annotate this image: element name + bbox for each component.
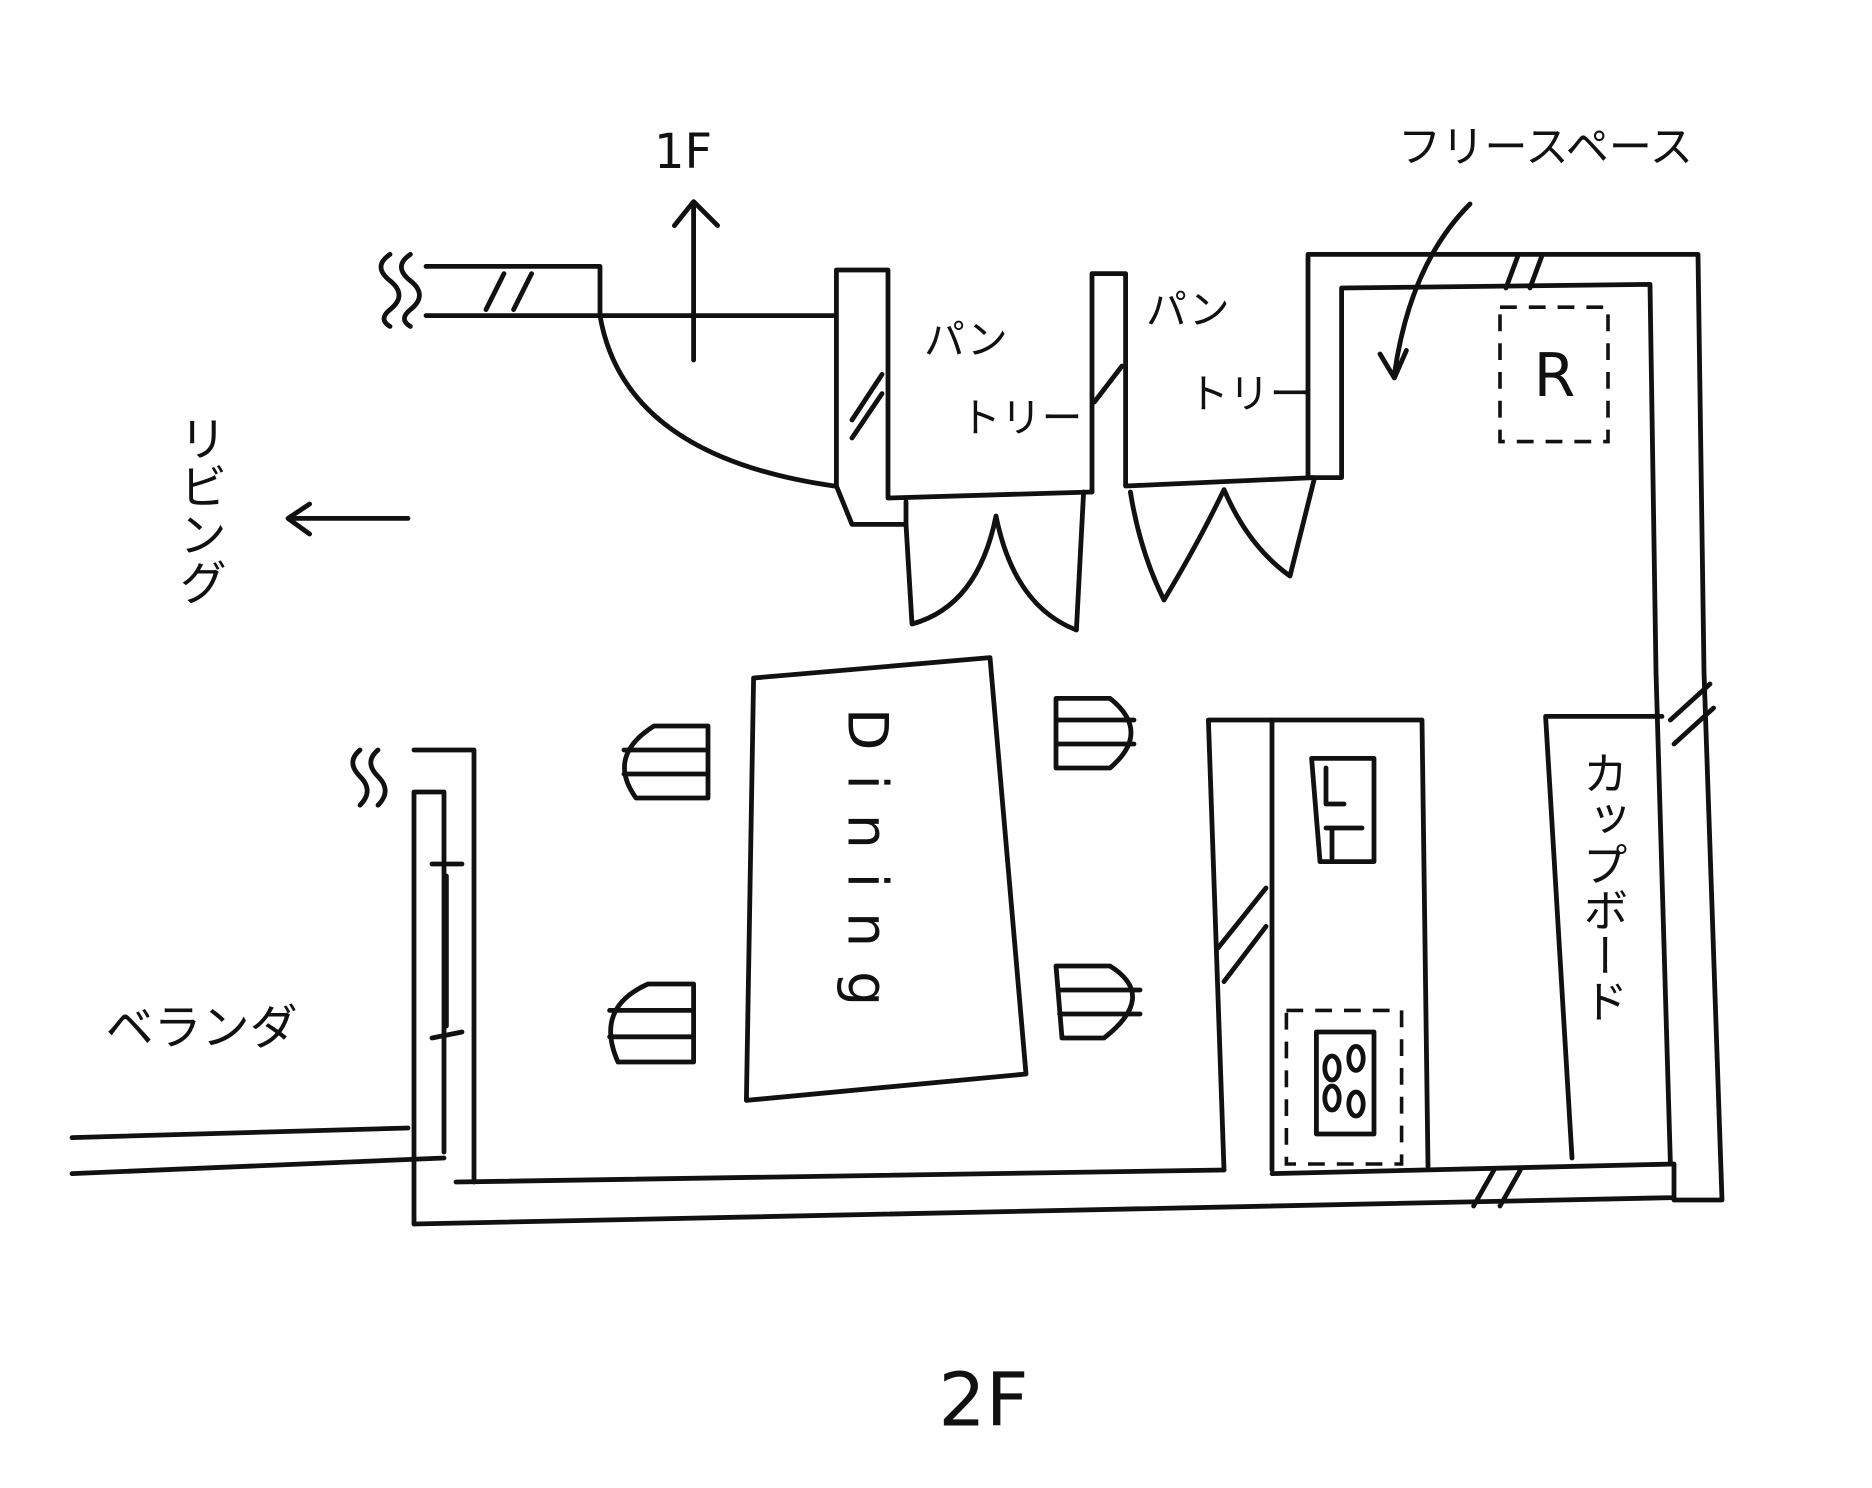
fridge-label: R [1534,341,1576,411]
cooktop [1284,1008,1404,1166]
cupboard-label: カップボード [1576,750,1629,1024]
floor-label: 2F [938,1357,1028,1444]
stair-arrow-up[interactable] [672,199,720,363]
burner-icon [1322,1053,1342,1083]
chair [1053,963,1143,1041]
door-swing [597,313,837,489]
cupboard [1543,714,1665,1161]
wall-break-icon [350,747,388,808]
pantry-doors[interactable] [903,477,1317,633]
chair [1053,696,1137,771]
pantry-walls [834,251,1725,1203]
free-space-arrow [1377,201,1473,381]
living-arrow [285,501,411,537]
lower-left-wall [69,747,477,1227]
free-space-label: フリースペース [1398,123,1693,173]
upstairs-label: 1F [654,124,712,180]
window-hatch [1471,1167,1523,1209]
burner-icon [1346,1089,1366,1119]
burner-icon [1322,1083,1342,1113]
sink [1309,756,1377,864]
living-label: リビング [170,414,226,606]
wall-break-icon [378,251,422,329]
dining-chairs [607,696,1143,1065]
veranda-label: ベランダ [106,1000,298,1056]
bottom-wall [411,1161,1677,1227]
dining-label: Dining [834,708,898,1030]
pantry-2-label-line2: トリー [1188,370,1310,418]
pantry-1-label-line1: パン [924,316,1008,364]
kitchen-counter [1205,717,1431,1173]
top-left-wall [378,251,837,329]
pantry-1-label-line2: トリー [960,394,1082,442]
burner-icon [1346,1043,1366,1073]
chair [621,723,711,801]
fridge: R [1498,305,1610,444]
chair [607,981,696,1065]
dining-table[interactable] [744,655,1029,1103]
pantry-2-label-line1: パン [1146,286,1230,334]
